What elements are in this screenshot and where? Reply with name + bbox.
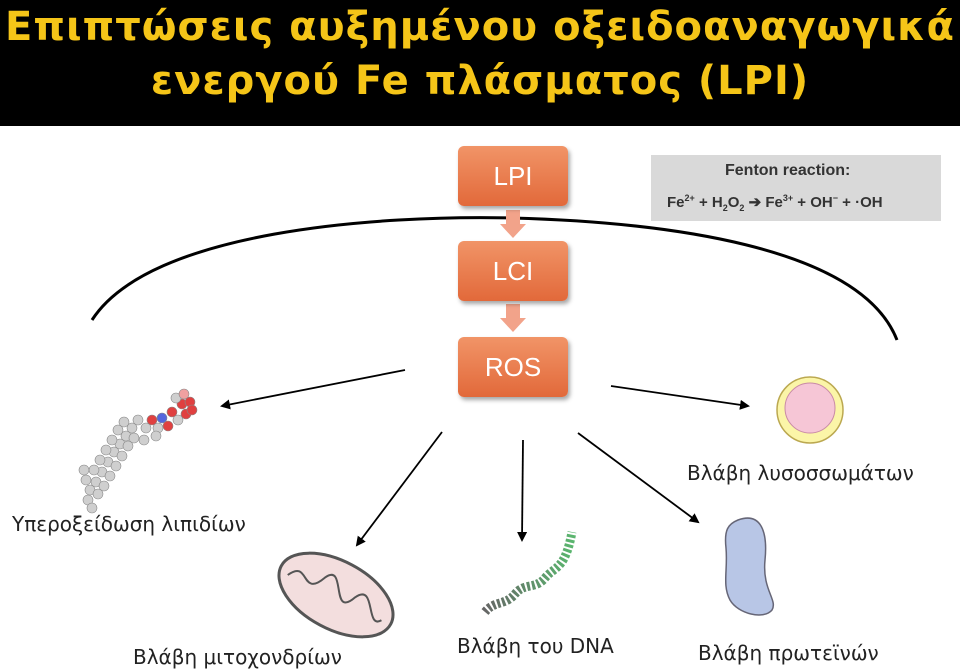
arrow-to-protein bbox=[577, 432, 700, 524]
arrow-to-lysosome bbox=[610, 385, 750, 410]
label-dna-damage: Βλάβη του DNA bbox=[457, 634, 614, 658]
label-protein-damage: Βλάβη πρωτεϊνών bbox=[698, 641, 879, 665]
arrow-to-lipid bbox=[220, 369, 406, 410]
title-bar: Επιπτώσεις αυξημένου οξειδοαναγωγικά ενε… bbox=[0, 0, 960, 126]
fenton-title: Fenton reaction: bbox=[725, 162, 851, 179]
arrow-to-dna bbox=[517, 439, 528, 542]
fenton-reaction-box: Fenton reaction: Fe2+ + H2O2 ➔ Fe3+ + OH… bbox=[651, 155, 941, 221]
flow-arrow-lci-ros bbox=[500, 304, 526, 332]
title-line-1: Επιπτώσεις αυξημένου οξειδοαναγωγικά bbox=[5, 4, 955, 50]
mitochondrion-icon bbox=[277, 551, 395, 639]
flow-box-lpi: LPI bbox=[458, 146, 568, 206]
flow-box-ros: ROS bbox=[458, 337, 568, 397]
arrow-to-mitochondria bbox=[355, 431, 443, 547]
fenton-equation: Fe2+ + H2O2 ➔ Fe3+ + OH− + ·OH bbox=[667, 193, 883, 213]
lysosome-icon bbox=[776, 376, 844, 444]
label-mitochondria-damage: Βλάβη μιτοχονδρίων bbox=[133, 645, 342, 669]
title-line-2: ενεργού Fe πλάσματος (LPI) bbox=[150, 58, 810, 104]
flow-arrow-lpi-lci bbox=[500, 210, 526, 238]
label-lipid-peroxidation: Υπεροξείδωση λιπιδίων bbox=[12, 512, 246, 536]
dna-icon bbox=[481, 531, 577, 616]
lipid-molecule-icon bbox=[78, 388, 198, 514]
label-lysosome-damage: Βλάβη λυσοσσωμάτων bbox=[687, 461, 914, 485]
flow-box-lci: LCI bbox=[458, 241, 568, 301]
protein-icon bbox=[724, 517, 775, 616]
